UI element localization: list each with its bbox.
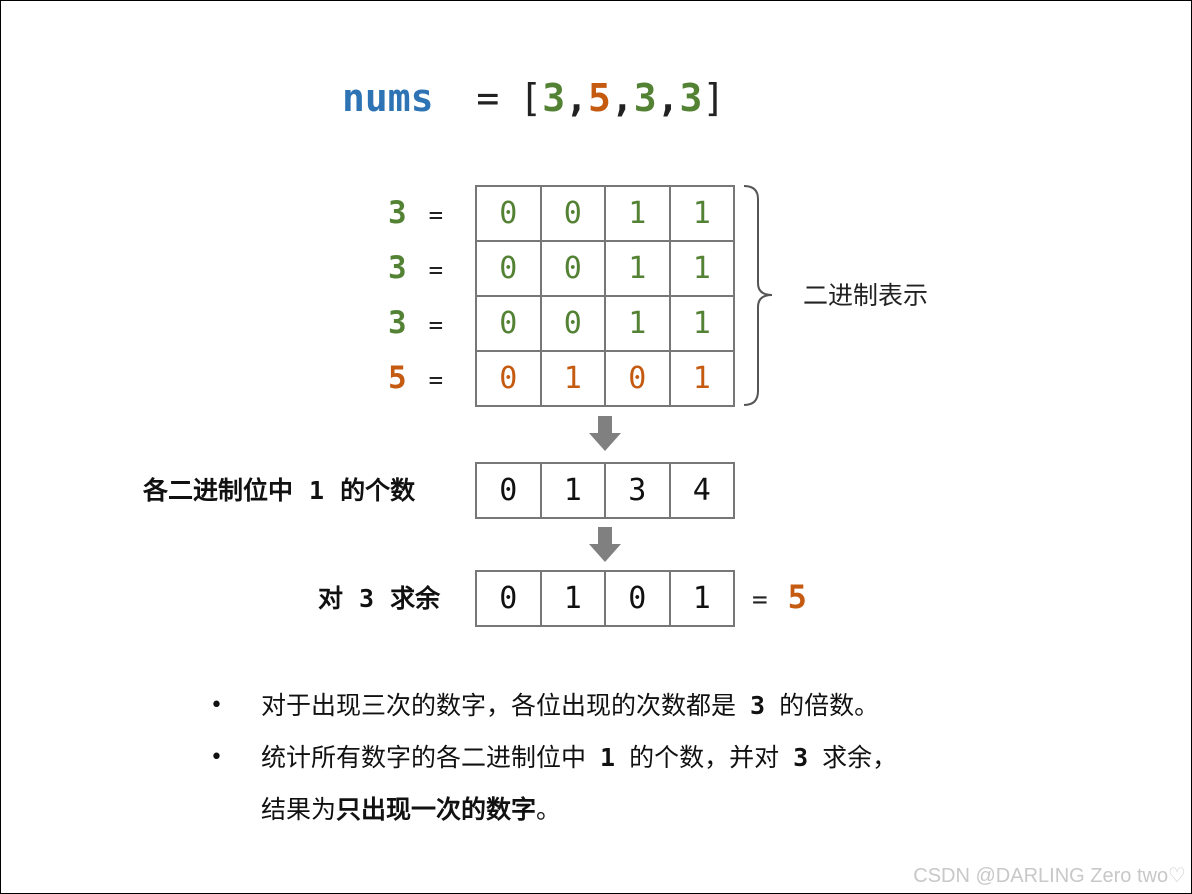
bit-cell: 0 — [477, 242, 542, 297]
count-cell: 0 — [477, 464, 542, 519]
bullet-number: 3 — [793, 743, 809, 772]
row-equals: = — [428, 311, 444, 339]
bullet-text: 结果为 — [261, 795, 337, 824]
down-arrow-icon — [589, 527, 621, 562]
bit-cell: 0 — [541, 297, 606, 352]
count-cell: 4 — [670, 464, 735, 519]
bullet-emphasis: 只出现一次的数字 — [336, 795, 537, 824]
count-cell: 3 — [606, 464, 671, 519]
bit-cell: 0 — [541, 242, 606, 297]
bullet-text: 。 — [536, 795, 562, 824]
array-title: nums =[3,5,3,3] — [342, 70, 725, 126]
mod-cell: 0 — [606, 572, 671, 627]
mod-cell: 0 — [477, 572, 542, 627]
bit-cell: 1 — [606, 187, 671, 242]
counts-label: 各二进制位中 1 的个数 — [143, 463, 415, 518]
list-item: • 对于出现三次的数字，各位出现的次数都是 3 的倍数。 — [205, 680, 1105, 732]
bullet-text: 的倍数。 — [779, 691, 880, 720]
bit-cell: 0 — [477, 187, 542, 242]
curly-brace-icon — [743, 185, 773, 406]
mod-result: =5 — [752, 570, 807, 625]
counts-grid: 0 1 3 4 — [475, 462, 735, 519]
mod-label-post: 求余 — [390, 584, 441, 613]
counts-label-pre: 各二进制位中 — [143, 476, 294, 505]
count-cell: 1 — [541, 464, 606, 519]
mod-cell: 1 — [670, 572, 735, 627]
array-element: 3 — [633, 76, 657, 120]
binary-row-label: 3= — [388, 241, 443, 296]
row-number: 3 — [388, 195, 407, 231]
bullet-text: 求余， — [822, 743, 898, 772]
down-arrow-icon — [589, 416, 621, 451]
bit-cell: 1 — [606, 242, 671, 297]
open-bracket: [ — [519, 76, 543, 120]
bullet-number: 1 — [600, 743, 616, 772]
row-equals: = — [428, 366, 444, 394]
explanation-list: • 对于出现三次的数字，各位出现的次数都是 3 的倍数。 • 统计所有数字的各二进制… — [205, 680, 1105, 836]
bit-cell: 1 — [670, 187, 735, 242]
bit-cell: 0 — [541, 187, 606, 242]
mod-grid: 0 1 0 1 — [475, 570, 735, 627]
bit-cell: 1 — [606, 297, 671, 352]
mod-label-pre: 对 — [318, 584, 344, 613]
bit-cell: 0 — [477, 352, 542, 407]
bullet-text: 统计所有数字的各二进制位中 — [261, 743, 587, 772]
bullet-dot-icon: • — [210, 745, 223, 770]
brace-label: 二进制表示 — [803, 281, 929, 310]
row-equals: = — [428, 256, 444, 284]
close-bracket: ] — [702, 76, 726, 120]
row-number: 3 — [388, 305, 407, 341]
list-item-continuation: 结果为只出现一次的数字。 — [205, 784, 1105, 836]
binary-grid: 0 0 1 1 0 0 1 1 0 0 1 1 0 1 0 1 — [475, 185, 735, 407]
array-element: 3 — [542, 76, 566, 120]
binary-row-label: 3= — [388, 296, 443, 351]
bit-cell: 1 — [670, 242, 735, 297]
watermark: CSDN @DARLING Zero two♡ — [913, 865, 1186, 887]
array-comma: , — [565, 76, 588, 120]
array-comma: , — [610, 76, 634, 120]
bit-cell: 1 — [670, 297, 735, 352]
array-element: 3 — [679, 76, 703, 120]
row-equals: = — [428, 201, 444, 229]
array-element: 5 — [587, 76, 611, 120]
row-number: 5 — [388, 360, 407, 396]
bullet-number: 3 — [750, 691, 766, 720]
mod-cell: 1 — [541, 572, 606, 627]
result-equals: = — [752, 585, 768, 615]
bullet-dot-icon: • — [210, 693, 223, 718]
list-item: • 统计所有数字的各二进制位中 1 的个数，并对 3 求余， — [205, 732, 1105, 784]
result-value: 5 — [787, 578, 807, 616]
counts-label-post: 的个数 — [340, 476, 416, 505]
bullet-text: 的个数，并对 — [629, 743, 780, 772]
binary-row-label: 5= — [388, 351, 443, 406]
bit-cell: 0 — [606, 352, 671, 407]
binary-row-label: 3= — [388, 186, 443, 241]
row-number: 3 — [388, 250, 407, 286]
array-name: nums — [342, 76, 434, 120]
counts-label-num: 1 — [309, 476, 325, 505]
mod-label-num: 3 — [359, 584, 375, 613]
array-comma: , — [656, 76, 680, 120]
bit-cell: 0 — [477, 297, 542, 352]
bit-cell: 1 — [541, 352, 606, 407]
bit-cell: 1 — [670, 352, 735, 407]
bullet-text: 对于出现三次的数字，各位出现的次数都是 — [261, 691, 737, 720]
title-equals: = — [476, 76, 500, 120]
